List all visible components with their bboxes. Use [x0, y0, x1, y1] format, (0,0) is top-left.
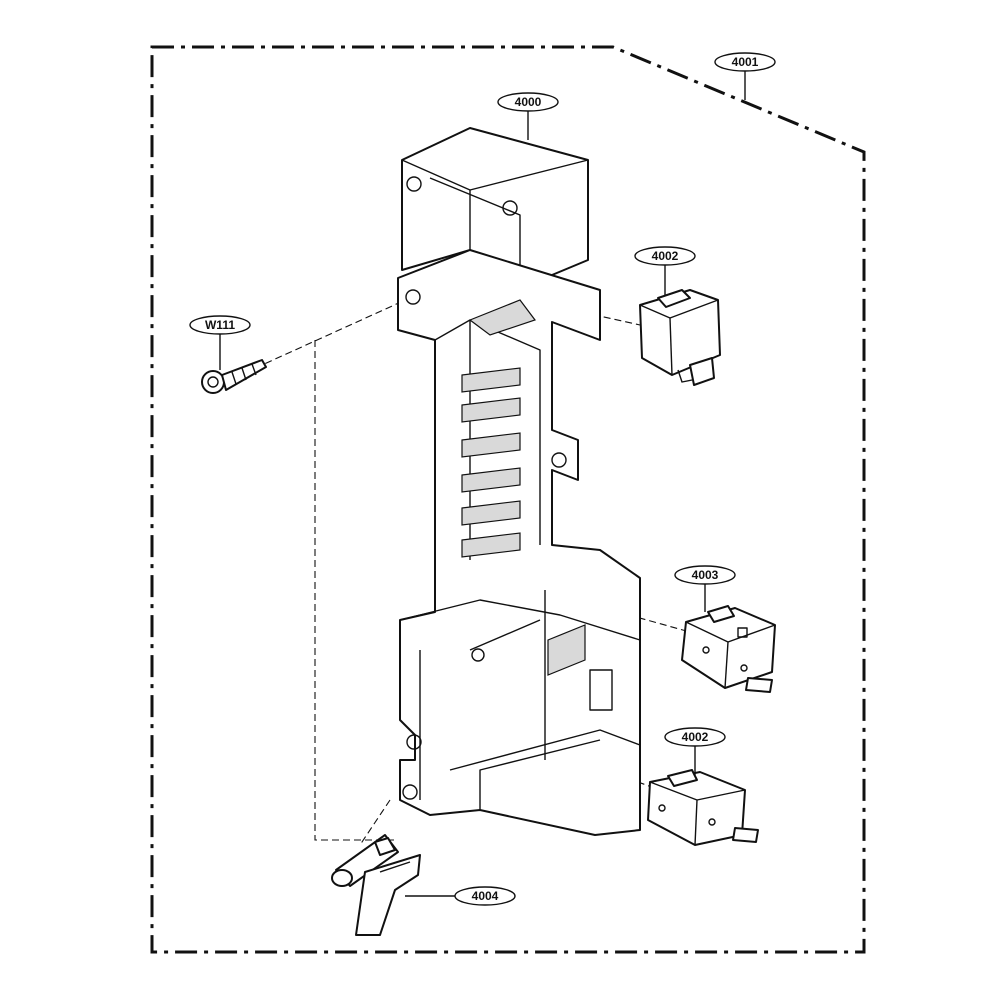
callout-4002-top-text: 4002: [652, 249, 679, 263]
callout-w111: W111: [189, 315, 251, 335]
callout-4004-text: 4004: [472, 889, 499, 903]
callout-4002-top: 4002: [634, 246, 696, 266]
micro-switch-middle: [681, 605, 776, 693]
main-frame: [397, 127, 641, 836]
callout-4003: 4003: [674, 565, 736, 585]
screw-w111: [201, 359, 267, 394]
micro-switch-top: [639, 289, 721, 386]
callout-4000: 4000: [497, 92, 559, 112]
leader-lines: [219, 70, 746, 897]
callout-4001-text: 4001: [732, 55, 759, 69]
callout-4002-bottom: 4002: [664, 727, 726, 747]
callout-w111-text: W111: [205, 318, 235, 332]
callout-4003-text: 4003: [692, 568, 719, 582]
callout-4001: 4001: [714, 52, 776, 72]
callout-4000-text: 4000: [515, 95, 542, 109]
callout-4004: 4004: [454, 886, 516, 906]
callout-4002-bottom-text: 4002: [682, 730, 709, 744]
lever-4004: [331, 834, 421, 936]
micro-switch-bottom: [647, 769, 759, 846]
assembly-boundary: [150, 45, 866, 954]
